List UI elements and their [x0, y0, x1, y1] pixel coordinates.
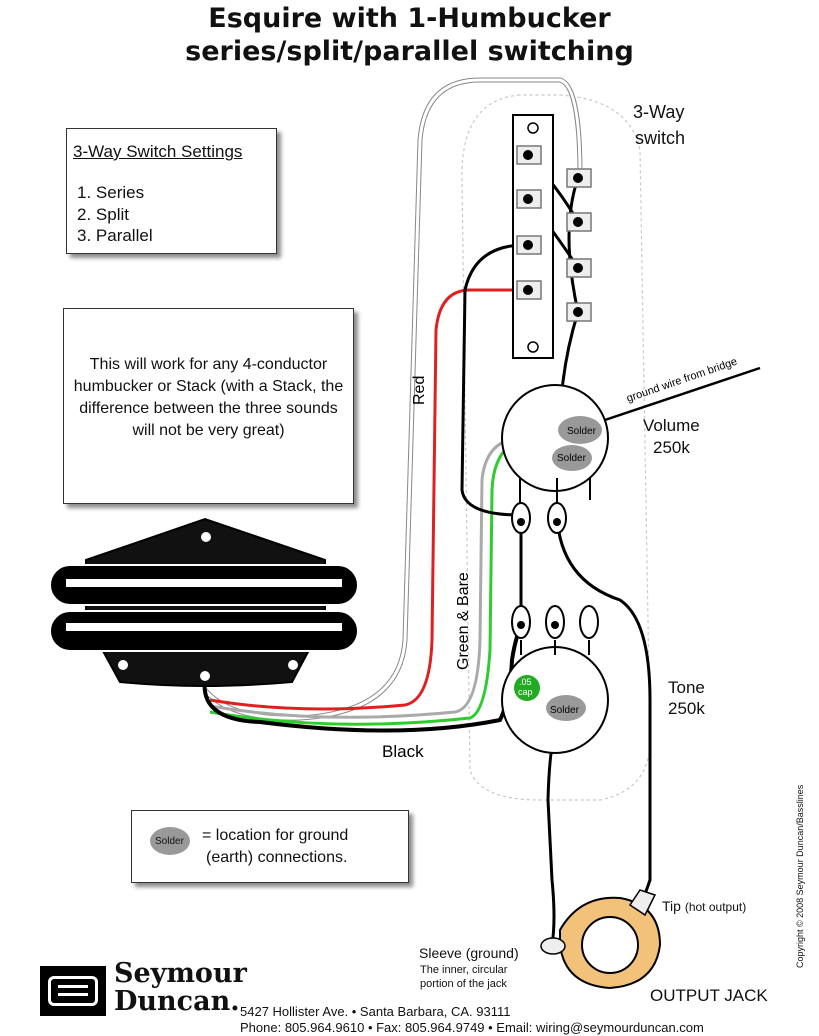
- volume-value: 250k: [653, 438, 690, 457]
- setting-1: 1. Series: [77, 183, 145, 202]
- sleeve-note-1: The inner, circular: [420, 964, 508, 976]
- setting-3: 3. Parallel: [77, 226, 153, 245]
- settings-heading: 3-Way Switch Settings: [73, 142, 243, 161]
- volume-solder-2: Solder: [557, 453, 587, 464]
- black-wire-switch: [460, 243, 526, 517]
- brand-line-2: Duncan.: [114, 986, 240, 1017]
- note-box: This will work for any 4-conductor humbu…: [63, 308, 354, 504]
- volume-label: Volume: [643, 416, 700, 435]
- note-text: This will work for any 4-conductor humbu…: [73, 356, 344, 439]
- tip-note: (hot output): [684, 900, 747, 914]
- tone-solder: Solder: [550, 705, 580, 716]
- legend-text-2: (earth) connections.: [206, 849, 348, 866]
- brand-line-1: Seymour: [114, 958, 247, 989]
- green-wire: [209, 430, 576, 726]
- title-line-2: series/split/parallel switching: [185, 36, 634, 67]
- sleeve-label: Sleeve (ground): [419, 945, 519, 961]
- volume-pot: [501, 384, 609, 534]
- output-jack-label: OUTPUT JACK: [650, 986, 768, 1005]
- tone-pot: [501, 605, 609, 754]
- cap-value: .05: [519, 677, 532, 687]
- tone-value: 250k: [668, 699, 705, 718]
- green-bare-label: Green & Bare: [455, 572, 472, 670]
- solder-mark-icon: [150, 827, 190, 855]
- bare-wire: [209, 430, 576, 719]
- solder-legend-box: Solder = location for ground (earth) con…: [131, 810, 409, 883]
- legend-text-1: = location for ground: [202, 827, 349, 844]
- sleeve-note-2: portion of the jack: [420, 978, 507, 990]
- setting-2: 2. Split: [77, 205, 129, 224]
- switch-label-2: switch: [635, 128, 686, 148]
- red-wire-label: Red: [411, 376, 428, 405]
- footer-contact: Phone: 805.964.9610 • Fax: 805.964.9749 …: [240, 1020, 704, 1035]
- title-line-1: Esquire with 1-Humbucker: [208, 3, 611, 34]
- tone-label: Tone: [668, 678, 705, 697]
- guitar-body-outline: [461, 94, 651, 801]
- humbucker-pickup: [49, 517, 359, 687]
- output-jack: [540, 889, 662, 990]
- seymour-duncan-logo-icon: [40, 966, 106, 1016]
- switch-settings-box: 3-Way Switch Settings 1. Series 2. Split…: [66, 128, 277, 254]
- black-wire-label: Black: [382, 742, 424, 761]
- tip-label: Tip: [662, 898, 681, 914]
- three-way-switch: [512, 114, 592, 359]
- switch-label-1: 3-Way: [633, 102, 685, 122]
- copyright: Copyright © 2008 Seymour Duncan/Bassline…: [795, 784, 805, 968]
- footer-address: 5427 Hollister Ave. • Santa Barbara, CA.…: [240, 1004, 511, 1019]
- cap-unit: cap: [518, 687, 533, 697]
- solder-mark-label: Solder: [155, 836, 184, 847]
- black-wire-pickup: [202, 624, 523, 733]
- red-wire: [209, 288, 528, 711]
- volume-solder-1: Solder: [567, 426, 597, 437]
